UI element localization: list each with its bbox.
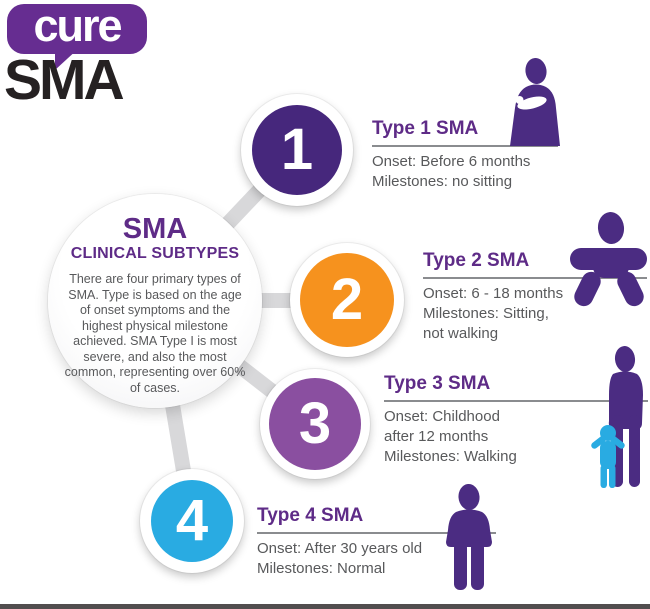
center-subtitle: CLINICAL SUBTYPES [70,245,240,263]
bottom-edge-bar [0,604,650,609]
logo-sma-text: SMA [4,48,125,112]
type-2-milestones-cont: not walking [423,325,499,343]
type-4-divider [257,532,496,534]
type-3-info-block: Type 3 SMA Onset: Childhood after 12 mon… [384,374,648,467]
type-1-info-block: Type 1 SMA Onset: Before 6 months Milest… [372,119,558,192]
type-4-info-block: Type 4 SMA Onset: After 30 years old Mil… [257,506,496,579]
type-2-divider [423,277,647,279]
type-4-number-circle: 4 [140,469,244,573]
type-2-number: 2 [330,267,364,332]
type-3-number: 3 [298,391,332,456]
logo-speech-bubble: cure [7,0,147,54]
logo-cure-text: cure [33,0,122,51]
type-3-onset: Onset: Childhood [384,408,500,425]
type-1-divider [372,145,558,147]
type-1-milestones: Milestones: no sitting [372,173,513,191]
type-2-title: Type 2 SMA [423,250,530,271]
type-2-number-circle: 2 [290,243,404,357]
sitting-baby-icon [570,212,647,307]
type-3-milestones: Milestones: Walking [384,448,517,466]
type-2-onset: Onset: 6 - 18 months [423,285,564,302]
type-3-number-circle: 3 [260,369,370,479]
center-description: There are four primary types of SMA. Typ… [64,272,246,395]
type-4-milestones: Milestones: Normal [257,560,386,578]
type-2-milestones: Milestones: Sitting, [423,305,549,323]
center-title: SMA [122,213,188,245]
center-summary-circle: SMA CLINICAL SUBTYPES There are four pri… [48,194,262,408]
type-3-number-disc: 3 [269,378,361,470]
type-1-number-disc: 1 [252,105,342,195]
adult-with-child-icon [591,346,643,488]
type-1-onset: Onset: Before 6 months [372,153,531,170]
type-1-number: 1 [280,117,314,182]
type-1-title: Type 1 SMA [372,118,479,139]
type-3-divider [384,400,648,402]
type-4-onset: Onset: After 30 years old [257,540,423,557]
type-4-title: Type 4 SMA [257,505,364,526]
type-1-number-circle: 1 [241,94,353,206]
type-4-number: 4 [175,488,209,553]
caregiver-holding-infant-icon [510,58,560,146]
type-3-onset-cont: after 12 months [384,428,489,446]
type-2-info-block: Type 2 SMA Onset: 6 - 18 months Mileston… [423,251,647,344]
standing-adult-icon [446,484,492,590]
type-2-number-disc: 2 [300,253,394,347]
type-4-number-disc: 4 [151,480,233,562]
type-3-title: Type 3 SMA [384,373,491,394]
